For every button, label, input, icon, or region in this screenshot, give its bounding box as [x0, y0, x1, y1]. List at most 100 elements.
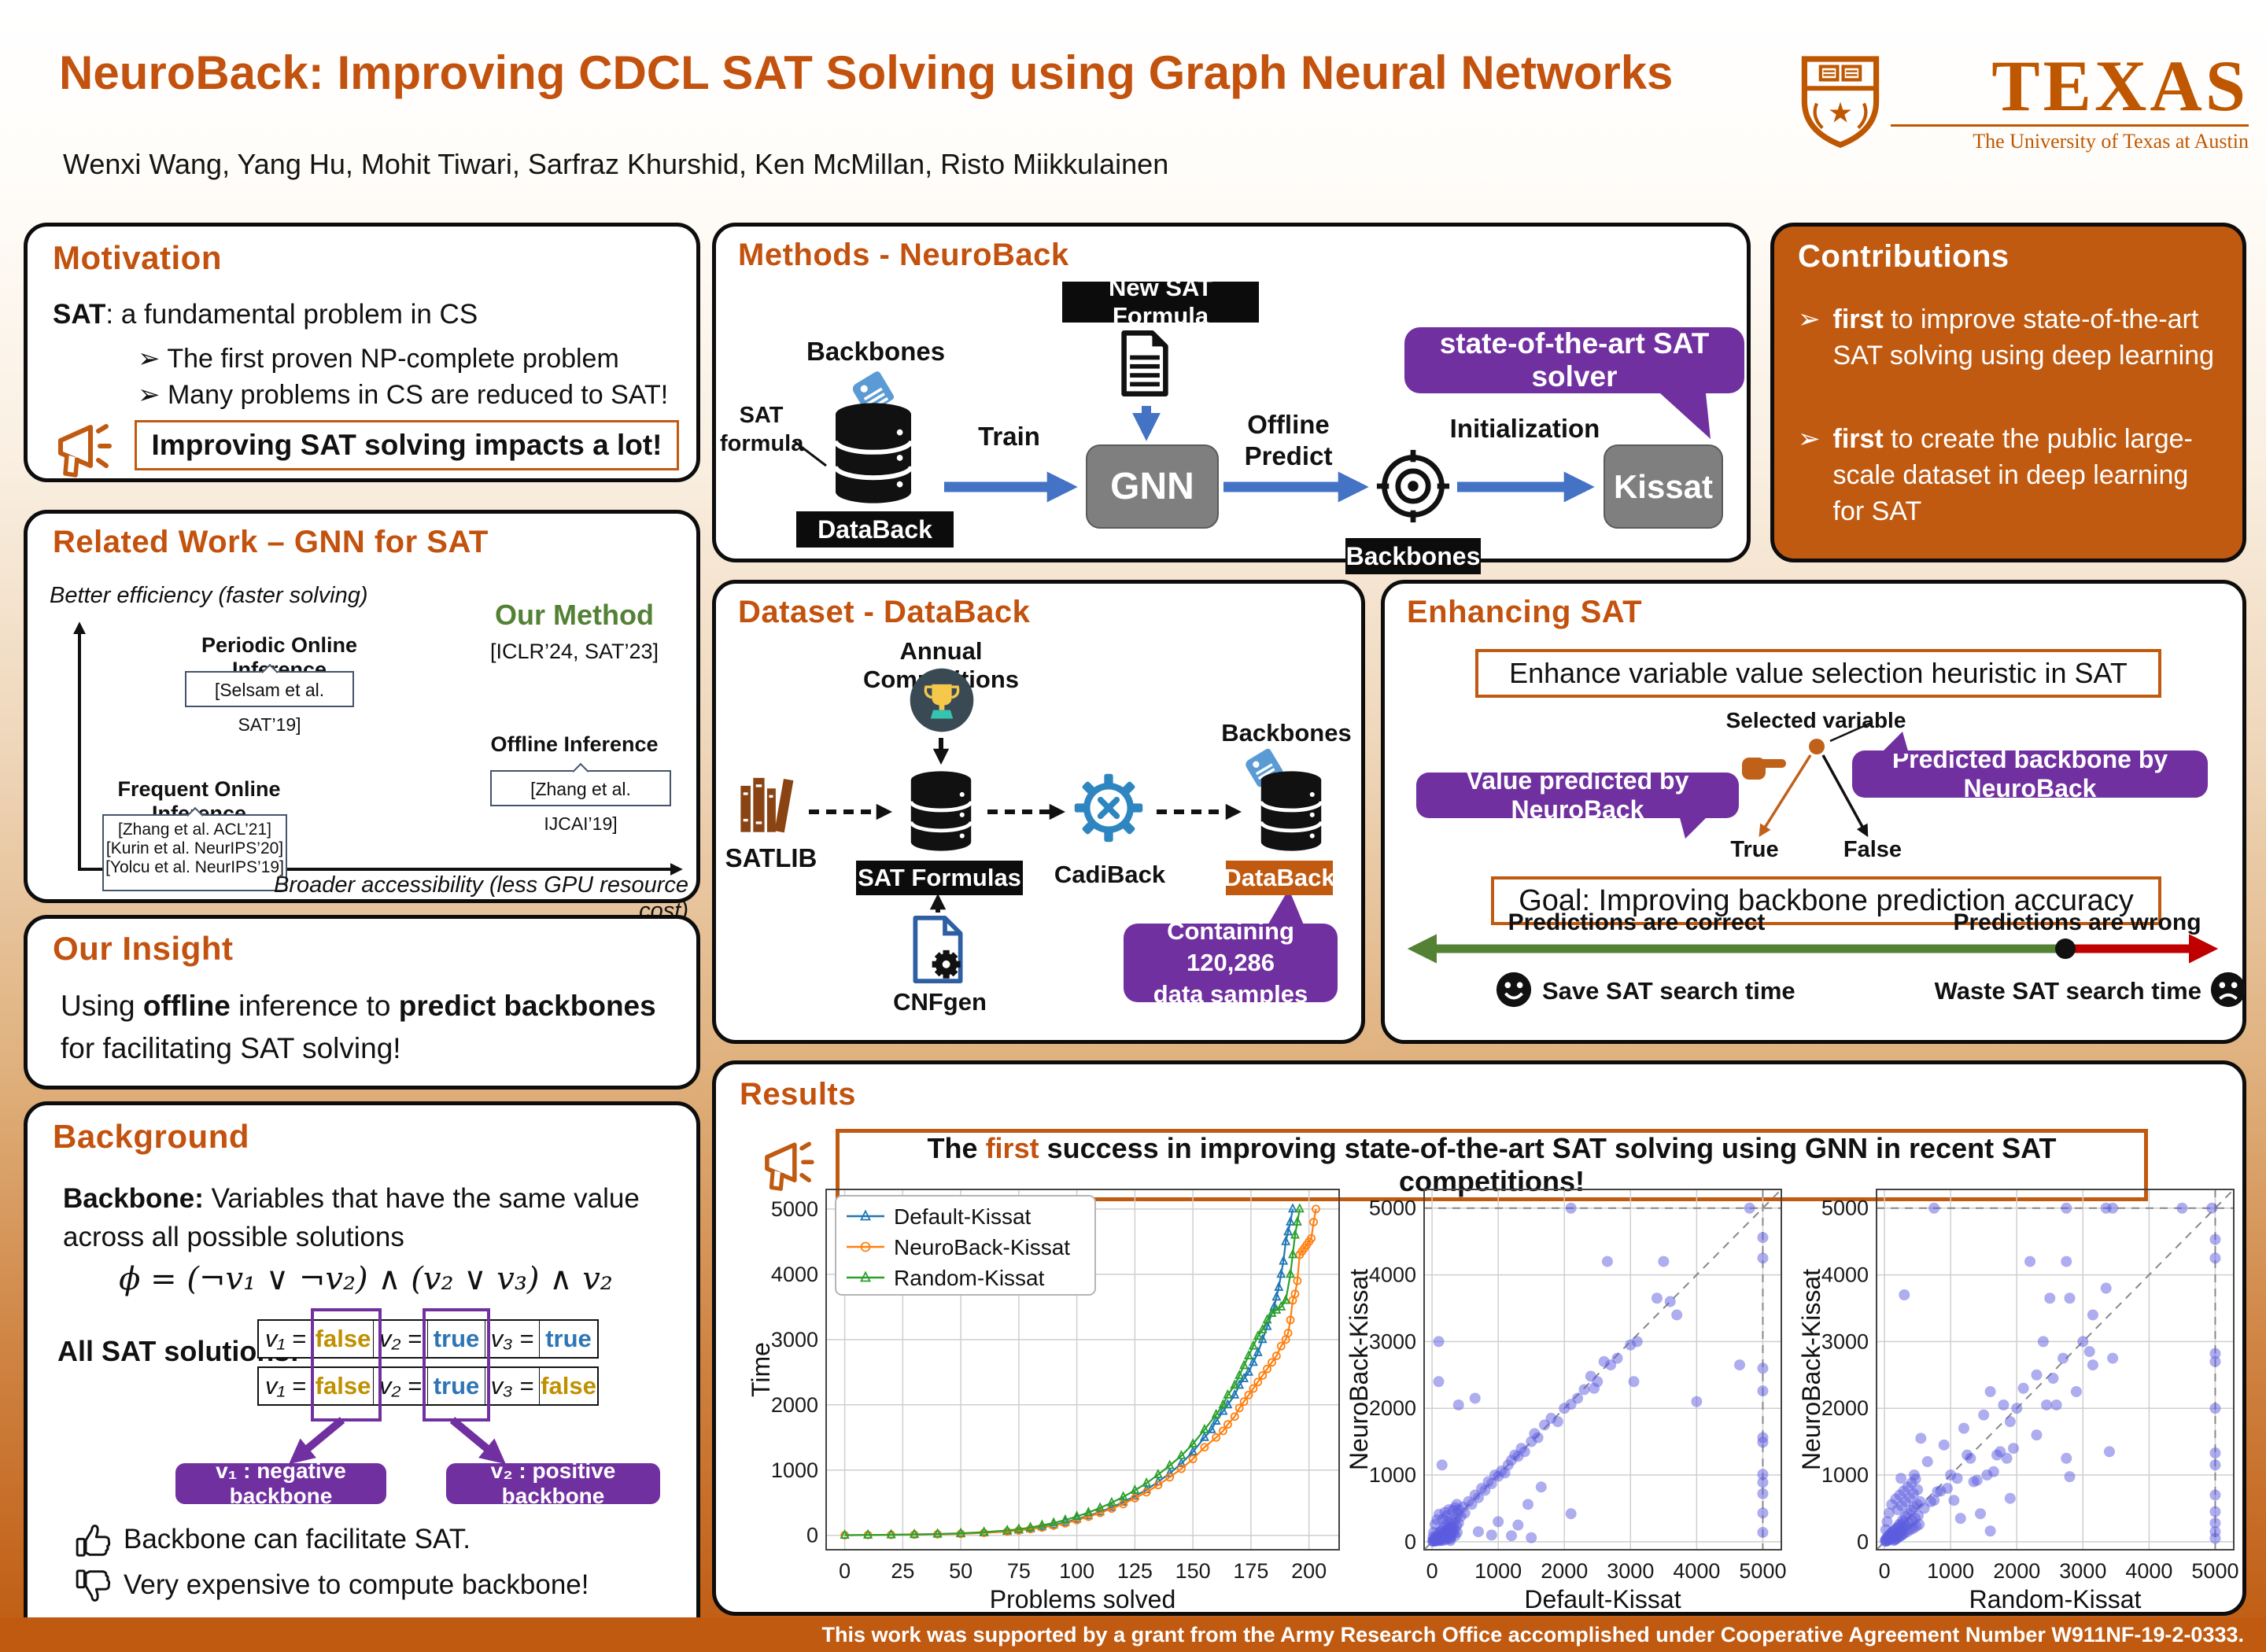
periodic-cite: [Selsam et al. SAT’19] — [185, 671, 354, 735]
svg-text:1000: 1000 — [1369, 1463, 1416, 1487]
svg-text:200: 200 — [1291, 1559, 1327, 1583]
enhancing-graphics — [1407, 721, 2219, 964]
svg-text:★: ★ — [1828, 96, 1853, 128]
svg-text:Default-Kissat: Default-Kissat — [894, 1204, 1032, 1229]
svg-text:2000: 2000 — [1993, 1559, 2040, 1583]
backbones-label: Backbones — [1221, 719, 1352, 747]
svg-text:175: 175 — [1233, 1559, 1268, 1583]
false-label: False — [1843, 837, 1902, 862]
bullet-arrow-icon: ➢ — [138, 380, 161, 410]
predictions-correct-label: Predictions are correct — [1508, 909, 1766, 935]
svg-text:NeuroBack-Kissat: NeuroBack-Kissat — [1798, 1269, 1825, 1470]
thumbs-up-icon — [76, 1525, 111, 1557]
svg-text:4000: 4000 — [2125, 1559, 2172, 1583]
motivation-panel: Motivation SAT: a fundamental problem in… — [24, 223, 700, 482]
gnn-node: GNN — [1086, 444, 1219, 529]
svg-text:1000: 1000 — [1474, 1559, 1522, 1583]
svg-text:2000: 2000 — [1541, 1559, 1588, 1583]
background-panel: Background Backbone: Variables that have… — [24, 1101, 700, 1643]
motivation-lead-bold: SAT — [53, 299, 106, 330]
dataset-panel: Dataset - DataBack Annual Competitions — [712, 580, 1365, 1044]
true-label: True — [1730, 837, 1779, 862]
negative-backbone-highlight — [311, 1308, 382, 1422]
enhance-box: Enhance variable value selection heurist… — [1475, 649, 2161, 698]
backbones-top-label: Backbones — [806, 337, 946, 366]
bullet-arrow-icon: ➢ — [1798, 424, 1821, 454]
sota-bubble: state-of-the-art SAT solver — [1404, 327, 1744, 393]
offline-predict-label: Offline Predict — [1244, 410, 1333, 470]
target-icon — [1376, 449, 1450, 523]
svg-text:0: 0 — [806, 1524, 818, 1547]
svg-text:2000: 2000 — [1369, 1396, 1416, 1420]
texas-shield-icon: ★ — [1801, 56, 1880, 149]
trophy-icon — [910, 668, 974, 732]
document-icon — [1121, 330, 1168, 396]
svg-text:Random-Kissat: Random-Kissat — [1969, 1585, 2142, 1613]
svg-text:Random-Kissat: Random-Kissat — [894, 1266, 1045, 1290]
background-arrows — [289, 1417, 506, 1465]
svg-text:1000: 1000 — [1927, 1559, 1974, 1583]
svg-text:3000: 3000 — [1369, 1329, 1416, 1353]
databack-label: DataBack — [796, 511, 954, 548]
svg-text:4000: 4000 — [1369, 1263, 1416, 1287]
related-heading: Related Work – GNN for SAT — [53, 525, 489, 559]
svg-text:Default-Kissat: Default-Kissat — [1524, 1585, 1681, 1613]
methods-arrows — [792, 393, 1711, 503]
pointing-hand-icon — [1742, 758, 1786, 780]
backbone-definition: Backbone: Variables that have the same v… — [63, 1183, 640, 1252]
solution-row: v₁ = false v₂ = true v₃ = false — [257, 1366, 599, 1406]
happy-face-icon — [1496, 972, 1532, 1008]
motivation-banner: Improving SAT solving impacts a lot! — [135, 420, 679, 470]
satlib-label: SATLIB — [725, 843, 817, 872]
databack-label: DataBack — [1223, 861, 1335, 895]
svg-text:1000: 1000 — [771, 1458, 818, 1482]
svg-text:4000: 4000 — [771, 1263, 818, 1286]
cnfgen-label: CNFgen — [893, 988, 987, 1016]
svg-text:0: 0 — [839, 1559, 851, 1583]
related-y-axis-label: Better efficiency (faster solving) — [50, 583, 368, 608]
insight-text: Using offline inference to predict backb… — [61, 990, 656, 1064]
dataset-arrows — [809, 738, 1305, 927]
sat-formulas-label: SAT Formulas — [856, 861, 1023, 895]
backbones-mid-label: Backbones — [1345, 538, 1481, 574]
goal-box: Goal: Improving backbone prediction accu… — [1491, 876, 2161, 925]
svg-text:5000: 5000 — [1369, 1197, 1416, 1220]
page-title: NeuroBack: Improving CDCL SAT Solving us… — [59, 46, 1674, 99]
formula: ϕ = (¬v₁ ∨ ¬v₂) ∧ (v₂ ∨ v₃) ∧ v₂ — [119, 1261, 613, 1297]
sat-formula-label: SAT formula — [720, 403, 804, 457]
backbone-pro: Backbone can facilitate SAT. — [124, 1524, 471, 1554]
svg-text:100: 100 — [1059, 1559, 1094, 1583]
background-heading: Background — [53, 1118, 250, 1155]
dataset-heading: Dataset - DataBack — [738, 595, 1031, 629]
contribution-item-1: ➢ first to improve state-of-the-art SAT … — [1798, 302, 2227, 374]
svg-text:50: 50 — [949, 1559, 972, 1583]
motivation-lead: SAT: a fundamental problem in CS — [53, 299, 478, 330]
svg-text:150: 150 — [1175, 1559, 1211, 1583]
svg-text:5000: 5000 — [771, 1197, 818, 1221]
contribution-item-2: ➢ first to create the public large-scale… — [1798, 422, 2227, 530]
database-icon — [909, 771, 973, 851]
library-books-icon — [740, 777, 794, 833]
insight-panel: Our Insight Using offline inference to p… — [24, 915, 700, 1090]
offline-cite: [Zhang et al. IJCAI’19] — [490, 770, 671, 834]
svg-text:2000: 2000 — [1821, 1396, 1869, 1420]
predicted-backbone-bubble: Predicted backbone by NeuroBack — [1852, 732, 2208, 802]
svg-text:25: 25 — [891, 1559, 914, 1583]
svg-text:5000: 5000 — [1821, 1197, 1869, 1220]
megaphone-icon — [765, 1141, 814, 1191]
contributions-heading: Contributions — [1798, 239, 2010, 274]
svg-text:5000: 5000 — [2191, 1559, 2238, 1583]
train-label: Train — [978, 422, 1040, 451]
enhancing-heading: Enhancing SAT — [1407, 595, 1643, 629]
bullet-arrow-icon: ➢ — [138, 344, 161, 374]
cnfgen-icon — [913, 916, 963, 983]
svg-text:0: 0 — [1857, 1530, 1869, 1554]
waste-time-label: Waste SAT search time — [1934, 977, 2201, 1005]
svg-text:0: 0 — [1426, 1559, 1438, 1583]
insight-heading: Our Insight — [53, 930, 234, 967]
svg-text:4000: 4000 — [1673, 1559, 1720, 1583]
database-icon — [833, 403, 913, 503]
